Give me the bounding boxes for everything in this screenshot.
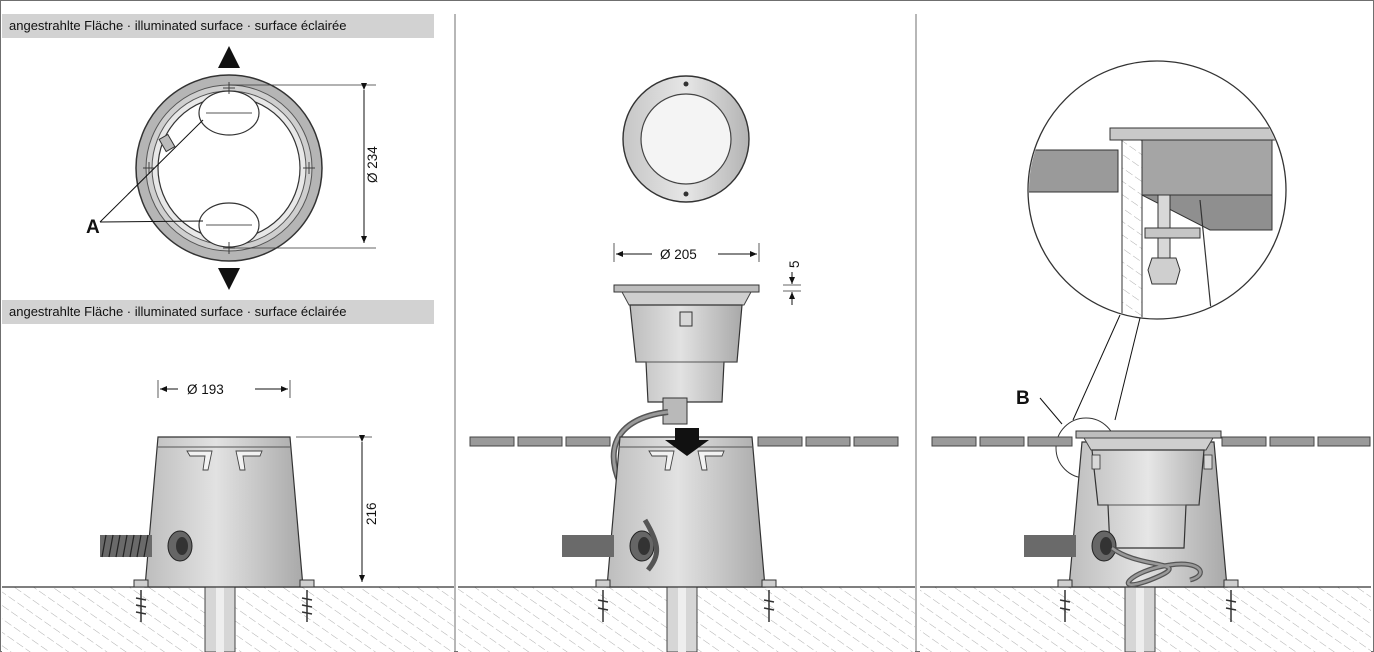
caption-illuminated-top: angestrahlte Fläche · illuminated surfac… (2, 14, 434, 38)
detail-b-magnified: B (1016, 60, 1287, 479)
housing-installed-view: Ø 193 216 (2, 380, 454, 652)
dim-cover-diameter: Ø 205 (660, 247, 697, 262)
paving-right (931, 436, 1371, 447)
arrow-down-icon (218, 268, 240, 290)
dim-flange-thickness: 5 (787, 260, 802, 268)
paving-middle (469, 436, 899, 447)
ring-plan-view: A Ø 234 (86, 46, 380, 290)
dim-housing-height: 216 (364, 502, 379, 525)
dim-ring-diameter: Ø 234 (365, 146, 380, 183)
insert-arrow-icon (665, 428, 709, 456)
nut-icon (1147, 257, 1181, 285)
label-a: A (86, 217, 100, 238)
arrow-up-icon (218, 46, 240, 68)
caption-illuminated-middle: angestrahlte Fläche · illuminated surfac… (2, 300, 434, 324)
housing-middle (458, 428, 915, 652)
dim-housing-diameter: Ø 193 (187, 382, 224, 397)
label-b: B (1016, 388, 1030, 409)
installed-luminaire-view (920, 430, 1371, 652)
cover-plan-view (622, 75, 750, 203)
